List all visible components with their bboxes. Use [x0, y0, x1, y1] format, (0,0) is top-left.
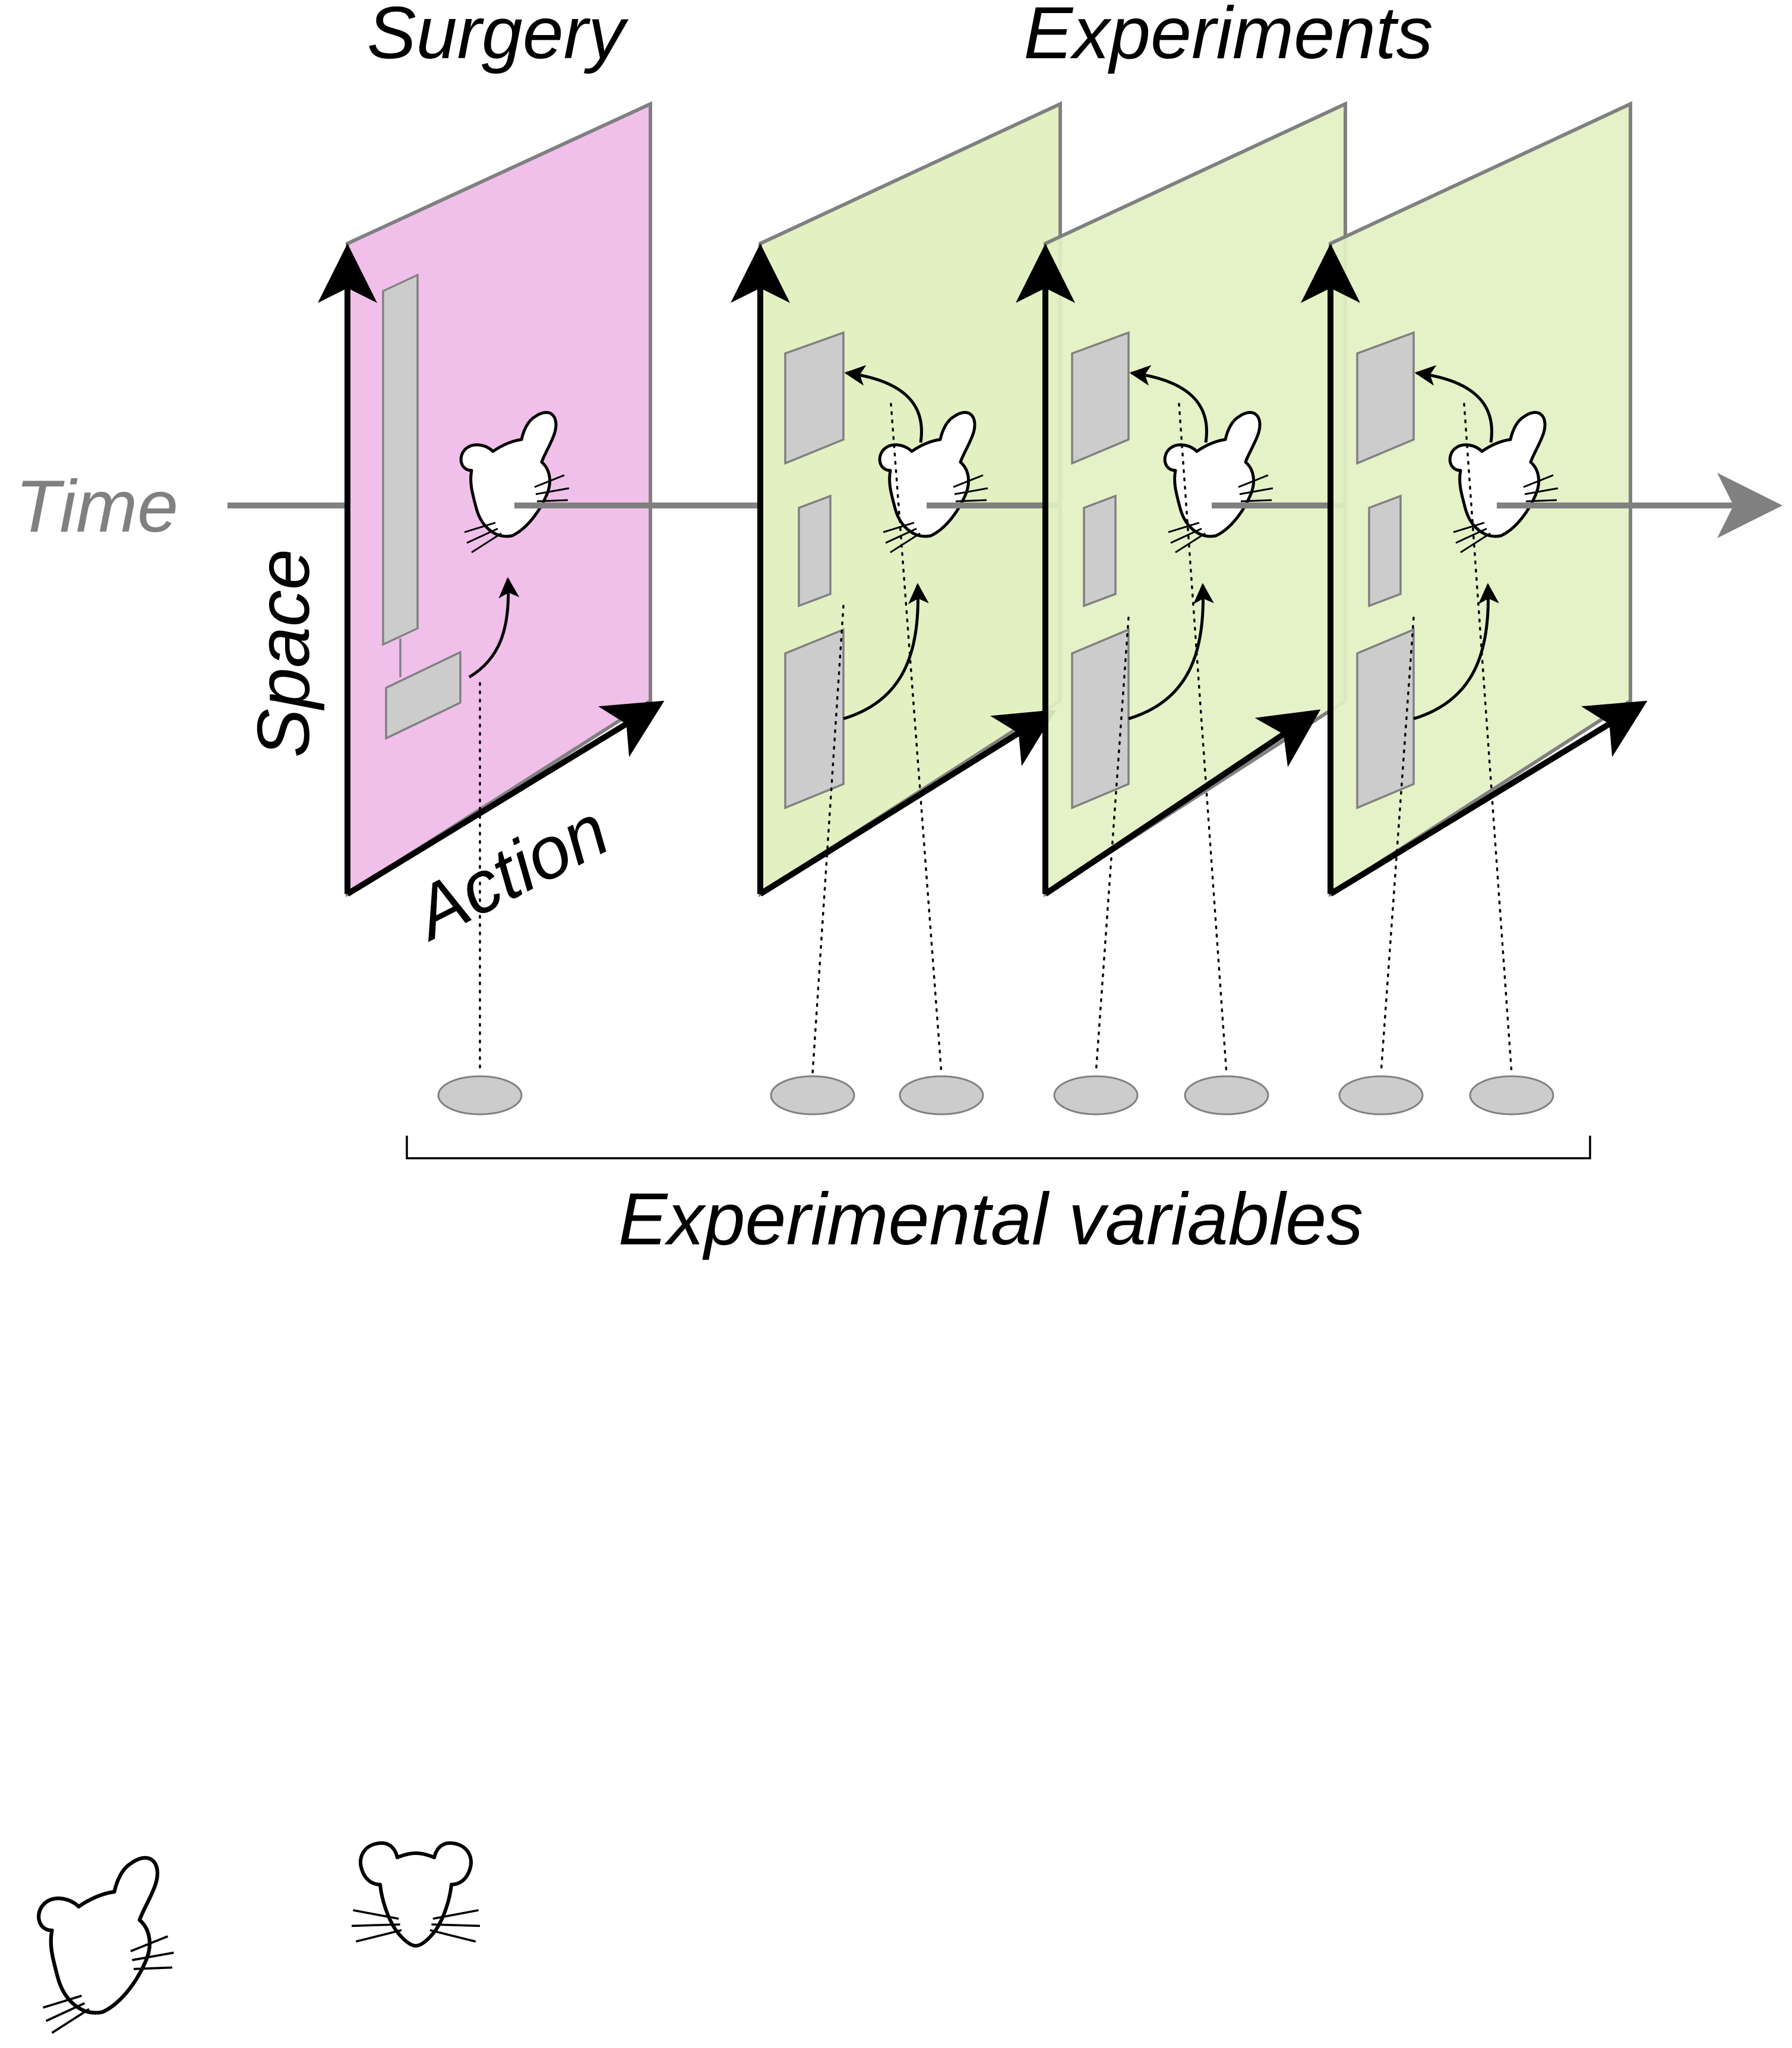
time-axis-label: Time: [15, 466, 178, 548]
surgery-title: Surgery: [367, 0, 629, 74]
experiment-region-box-bottom: [1071, 628, 1130, 810]
experiment-curve-arrow-down: [1413, 583, 1499, 720]
experiment-region-box-bottom: [784, 628, 845, 810]
experiment-curve-arrow-up: [844, 365, 923, 443]
variable-node: [437, 1075, 523, 1115]
variable-node: [1053, 1075, 1139, 1115]
experiment-plane-3: [1301, 101, 1648, 897]
experiment-curve-arrow-up: [1129, 365, 1208, 443]
space-axis-label: Space: [243, 549, 325, 758]
experimental-variable-nodes: [437, 1075, 1554, 1115]
experiment-region-box-top: [1071, 331, 1130, 465]
experiments-title: Experiments: [1023, 0, 1433, 74]
variable-node: [1184, 1075, 1269, 1115]
variable-node: [770, 1075, 855, 1115]
experimental-variables-bracket: [406, 1136, 1591, 1159]
action-axis-arrow: [1329, 700, 1648, 897]
variable-node: [899, 1075, 984, 1115]
experiment-region-box-bottom: [1356, 628, 1415, 810]
experiment-curve-arrow-down: [843, 583, 929, 720]
action-axis-arrow: [1044, 709, 1321, 897]
experiment-curve-arrow-down: [1128, 583, 1214, 720]
variable-node: [1469, 1075, 1554, 1115]
mouse-side-icon: [39, 1858, 173, 2033]
variable-node: [1338, 1075, 1424, 1115]
experiment-region-box-middle: [1368, 494, 1402, 608]
experiment-region-box-top: [1356, 331, 1415, 465]
surgery-curve-arrow: [468, 577, 520, 679]
action-axis-arrow: [758, 709, 1057, 897]
variable-links: [479, 403, 1513, 1075]
experiment-region-box-middle: [1083, 494, 1117, 608]
mouse-front-icon: [352, 1843, 480, 1946]
experiment-plane-1: [731, 101, 1062, 897]
experiment-curve-arrow-up: [1414, 365, 1493, 443]
experiment-region-box-top: [784, 331, 845, 465]
experiment-plane-2: [1016, 101, 1347, 897]
action-axis-arrow: [346, 700, 665, 897]
experimental-variables-label: Experimental variables: [618, 1178, 1363, 1260]
surgery-plane: [318, 101, 665, 897]
surgery-region-box-small: [385, 650, 462, 740]
surgery-region-box: [382, 273, 419, 646]
experiment-region-box-middle: [798, 494, 832, 608]
